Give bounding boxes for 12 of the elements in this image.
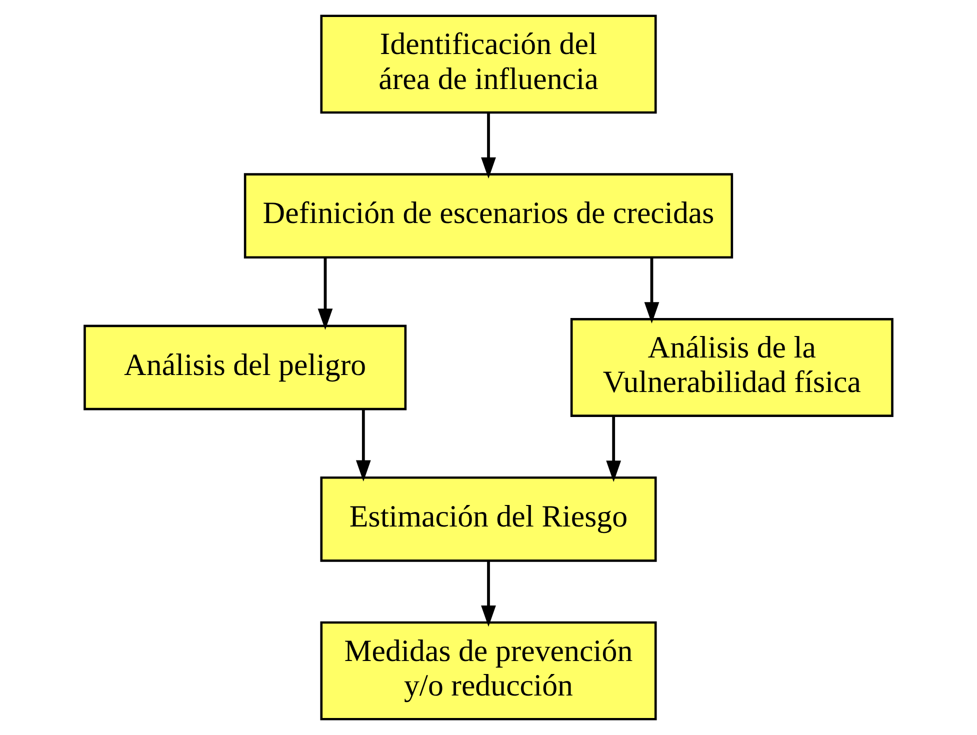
node-box: Definición de escenarios de crecidas: [244, 173, 734, 259]
node-box: Análisis del peligro: [84, 324, 407, 410]
node-box: Identificación del área de influencia: [320, 14, 657, 114]
arrow: [644, 258, 660, 324]
node-box: Análisis de la Vulnerabilidad física: [570, 318, 894, 417]
node-box: Medidas de prevención y/o reducción: [320, 621, 657, 720]
node-box: Estimación del Riesgo: [320, 476, 657, 562]
arrow: [481, 561, 496, 627]
arrow: [606, 416, 622, 482]
arrow: [318, 258, 333, 330]
arrow: [356, 410, 371, 482]
arrow: [481, 113, 496, 179]
